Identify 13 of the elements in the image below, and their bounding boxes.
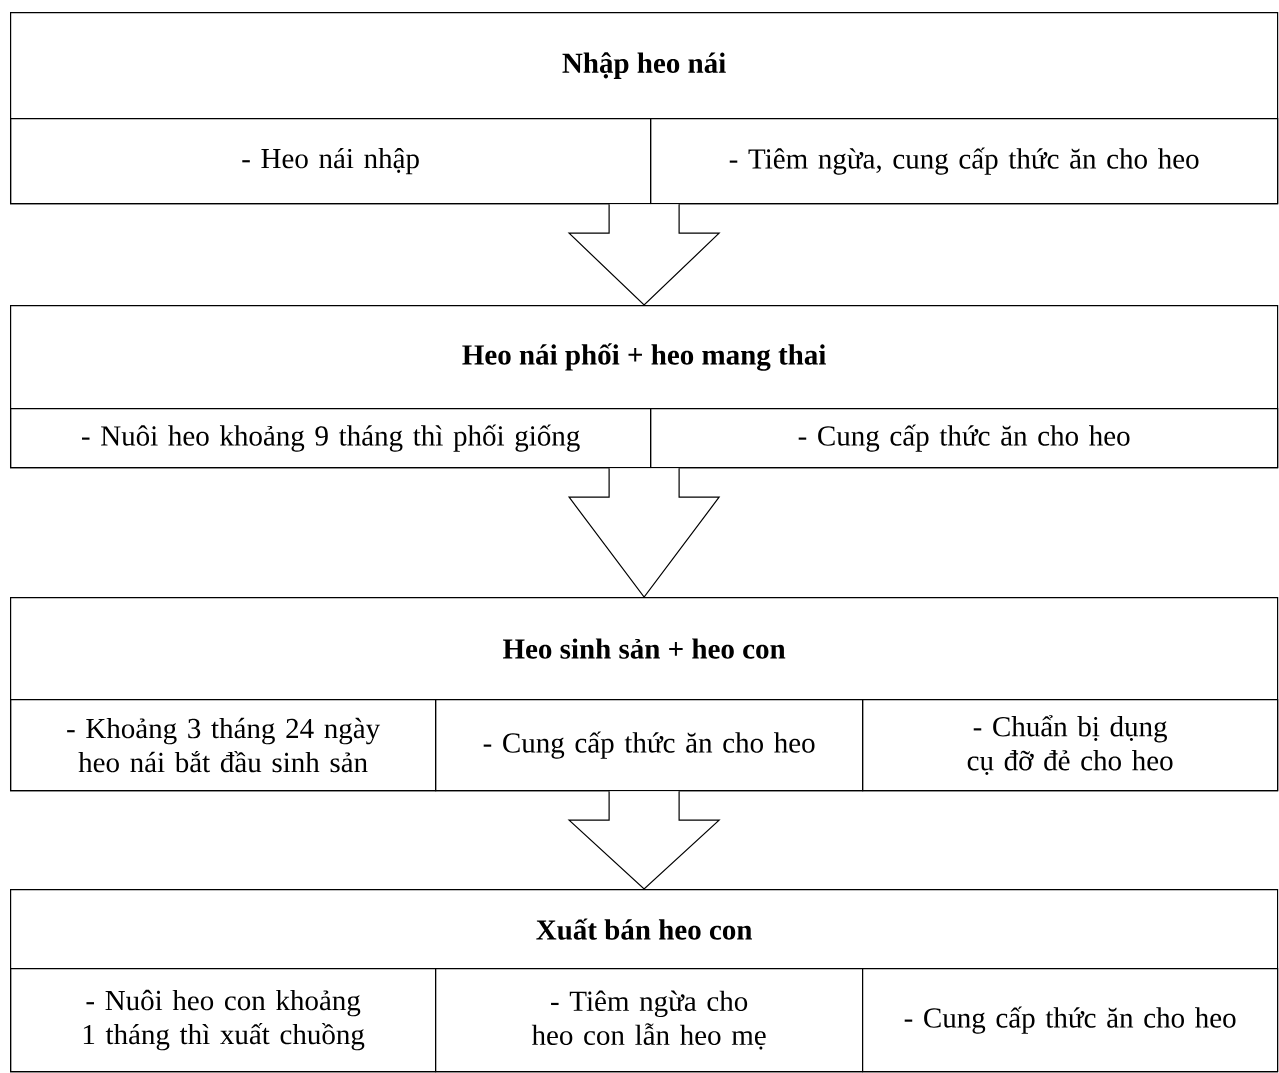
step-cell: - Tiêm ngừa cho heo con lẫn heo mẹ <box>435 968 864 1073</box>
step-cell: - Chuẩn bị dụng cụ đỡ đẻ cho heo <box>862 699 1279 792</box>
step-cell: - Cung cấp thức ăn cho heo <box>862 968 1279 1073</box>
block-arrow <box>567 467 721 598</box>
step-cell: - Khoảng 3 tháng 24 ngày heo nái bắt đầu sinh sản <box>10 699 437 792</box>
step-cell: - Cung cấp thức ăn cho heo <box>435 699 864 792</box>
step-cell: - Nuôi heo khoảng 9 tháng thì phối giống <box>10 408 652 469</box>
step-cell: - Cung cấp thức ăn cho heo <box>650 408 1279 469</box>
step-cell: - Heo nái nhập <box>10 118 652 205</box>
block-arrow <box>567 790 721 890</box>
step-cell: - Nuôi heo con khoảng 1 tháng thì xuất chuồng <box>10 968 437 1073</box>
step-cell: - Tiêm ngừa, cung cấp thức ăn cho heo <box>650 118 1279 205</box>
block-arrow <box>567 203 721 306</box>
